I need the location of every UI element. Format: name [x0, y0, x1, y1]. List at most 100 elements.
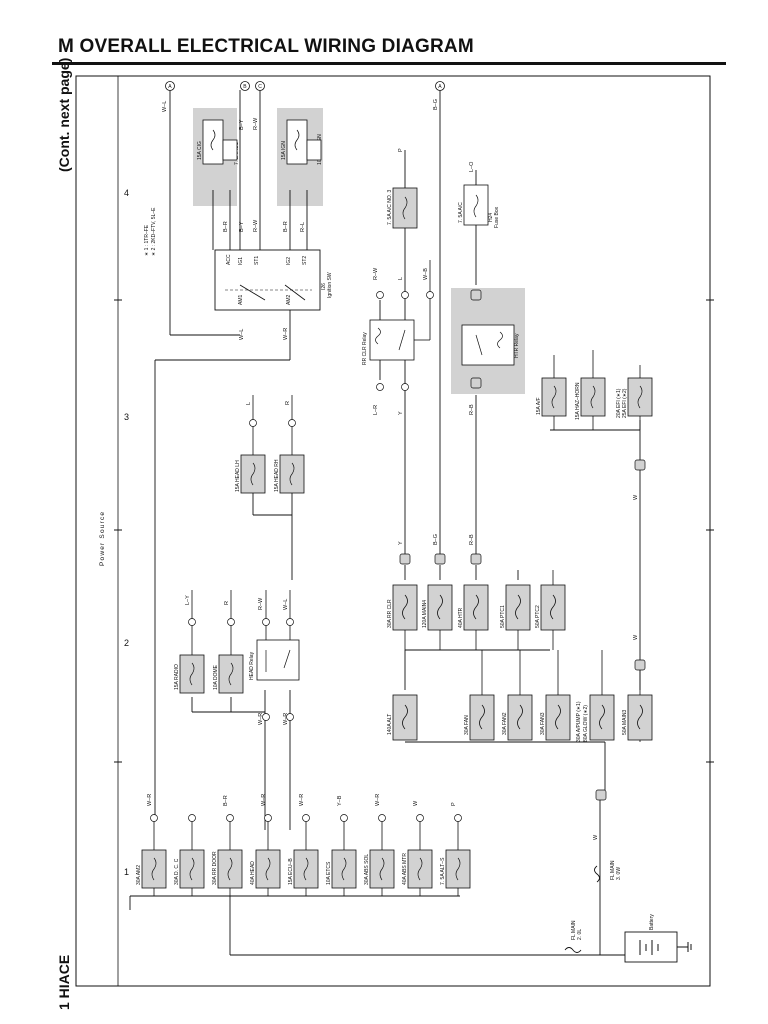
wire-main4: B–G	[433, 534, 439, 545]
rr-clr-relay-label: RR CLR Relay	[362, 332, 368, 365]
svg-text:B: B	[243, 84, 247, 90]
ign-terminal-st2: ST2	[302, 256, 308, 265]
wire-w-right2: W	[633, 634, 639, 640]
ignition-switch	[214, 249, 321, 311]
wire-rrclr: Y	[398, 541, 404, 545]
fuse-etcs-label: 10A ETCS	[326, 861, 332, 885]
fuse-group-center	[392, 570, 566, 650]
wire-left-3: W–R	[261, 794, 267, 806]
wire-rrclr-1: R–W	[373, 267, 379, 280]
fuse-af-label: 15A A/F	[536, 397, 542, 415]
fuse-ign-label: 15A IGN	[281, 141, 287, 160]
wire-dome: R	[224, 601, 230, 605]
grid-number-4: 4	[124, 188, 129, 198]
svg-text:A: A	[438, 84, 442, 90]
wire-top-b: B–Y	[239, 119, 245, 130]
wire-acc-4: B–R	[283, 221, 289, 232]
fuse-radio-label: 15A RADIO	[174, 664, 180, 690]
wire-head-2: W–L	[283, 599, 289, 610]
fuse-cig-label: 15A CIG	[197, 141, 203, 160]
battery	[624, 931, 678, 963]
fuse-ac-label: 7. 5A A/C	[458, 202, 464, 223]
fuse-efi1-label: 20A EFI (∗1)	[616, 388, 622, 418]
fuse-group-bottom	[392, 694, 653, 741]
wire-acc-2: B–Y	[239, 221, 245, 232]
fuse-htr-label: 40A HTR	[458, 607, 464, 628]
section-title: Power Source	[99, 511, 106, 566]
fuse-glow-label: 80A GLOW (∗2)	[583, 705, 589, 742]
wire-left-7: W	[413, 800, 419, 806]
page-title: M OVERALL ELECTRICAL WIRING DIAGRAM	[58, 36, 474, 57]
wire-head-4: W–R	[283, 713, 289, 725]
wire-rrclr-4: L–R	[373, 405, 379, 415]
fuse-rrdoor-label: 30A RR DOOR	[212, 851, 218, 885]
fuse-main4-label: 120A MAIN4	[422, 600, 428, 628]
wire-acc-3: R–W	[253, 219, 259, 232]
fuse-group-left	[141, 814, 471, 896]
connector-a2: A	[435, 81, 445, 91]
connector-a: A	[165, 81, 175, 91]
fuse-ptc1-label: 50A PTC1	[500, 605, 506, 628]
fuse-ptc2-label: 50A PTC2	[535, 605, 541, 628]
fl-main-1: FL MAIN	[571, 920, 577, 940]
fuse-head-label: 40A HEAD	[250, 861, 256, 885]
wire-top-a: W–L	[162, 101, 168, 112]
wire-left-4: W–R	[299, 794, 305, 806]
fuse-absmtr-label: 40A ABS MTR	[402, 853, 408, 885]
wire-acc-1: B–R	[223, 221, 229, 232]
wire-headlh: L	[246, 402, 252, 405]
fuse-main3-label: 50A MAIN3	[622, 709, 628, 735]
wire-htr-relay: R–B	[469, 404, 475, 415]
wire-left-2: B–R	[223, 795, 229, 806]
fusible-link-1	[564, 947, 582, 953]
fuse-abssol-label: 30A ABS SOL	[364, 854, 370, 885]
wire-left-8: P	[451, 802, 457, 806]
fuse-efi2-label: 25A EFI (∗2)	[622, 388, 628, 418]
svg-text:C: C	[258, 84, 262, 90]
wire-ign-2: W–R	[283, 328, 289, 340]
wire-top-a2: B–G	[433, 99, 439, 110]
wire-headrh: R	[285, 401, 291, 405]
wire-head-1: R–W	[258, 597, 264, 610]
wire-w-bottom: W	[593, 834, 599, 840]
grid-number-1: 1	[124, 867, 129, 877]
grid-number-3: 3	[124, 412, 129, 422]
fuse-ign	[286, 119, 308, 165]
htr-relay	[461, 324, 515, 366]
fuse-fan2-label: 30A FAN2	[502, 712, 508, 735]
fusible-link-2	[594, 865, 600, 883]
htr-relay-label: HTR Relay	[514, 333, 520, 358]
note-1: ∗ 1 : 1TR–FE	[144, 224, 150, 256]
rr-clr-relay	[369, 319, 415, 361]
fuse-hazhorn-label: 15A HAZ–HORN	[575, 382, 581, 420]
wire-left-5: Y–B	[337, 795, 343, 806]
fuse-apump-label: 30A A/PUMP (∗1)	[576, 701, 582, 742]
battery-label: Battery	[649, 914, 655, 930]
wire-acc-5: R–L	[300, 222, 306, 232]
fuse-ecub-label: 15A ECU–B	[288, 858, 294, 885]
grid-number-2: 2	[124, 638, 129, 648]
ign-terminal-ig1: IG1	[238, 257, 244, 265]
fuse-am2-label: 30A AM2	[136, 865, 142, 885]
ign-terminal-am2: AM2	[286, 295, 292, 306]
fuse-rrclr-label: 30A RR CLR	[387, 599, 393, 628]
fuse-ac3-label: 7. 5A A/C NO. 3	[387, 189, 393, 225]
wire-rrclr-2: L	[398, 277, 404, 280]
wire-ign-1: W–L	[239, 329, 245, 340]
wire-radio: L–Y	[185, 595, 191, 605]
fl-main-2-sub: 3. 0W	[616, 867, 622, 880]
ign-terminal-st1: ST1	[254, 256, 260, 265]
wire-rrclr-5: Y	[398, 411, 404, 415]
ign-terminal-acc: ACC	[226, 254, 232, 265]
connector-b: B	[240, 81, 250, 91]
connector-c: C	[255, 81, 265, 91]
ignition-switch-name: I26	[321, 283, 327, 290]
fl-main-2: FL MAIN	[610, 860, 616, 880]
diagram-frame	[75, 75, 711, 987]
ign-terminal-am1: AM1	[238, 295, 244, 306]
wire-left-1: W–R	[147, 794, 153, 806]
ignition-switch-subtitle: Ignition SW	[327, 272, 333, 298]
fuse-fan3-label: 30A FAN3	[540, 712, 546, 735]
ign-terminal-ig2: IG2	[286, 257, 292, 265]
